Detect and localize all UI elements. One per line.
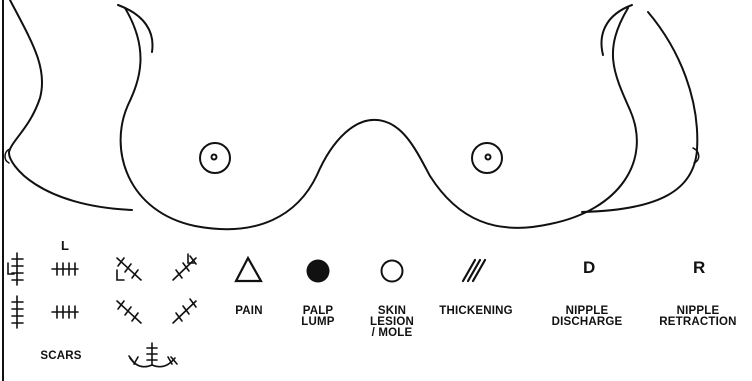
nipple-discharge-label-line: DISCHARGE: [546, 317, 628, 328]
scar-diagonal-up-l-icon: [173, 254, 196, 280]
scars-label: SCARS: [36, 351, 86, 362]
right-areola: [472, 143, 502, 173]
nipple-retraction-symbol: R: [693, 258, 705, 278]
palp-lump-label-line: LUMP: [296, 317, 340, 328]
scar-anchor-icon: [129, 343, 177, 367]
left-nipple: [212, 155, 217, 160]
right-side-breast-outline: [582, 12, 697, 212]
palp-lump-label: PALP LUMP: [296, 306, 340, 328]
pain-triangle-icon: [236, 258, 261, 281]
nipple-discharge-symbol: D: [583, 258, 595, 278]
scar-vertical-icon: [12, 296, 23, 328]
scar-diagonal-down-icon: [117, 301, 141, 323]
scar-diagonal-up-icon: [173, 299, 196, 323]
skin-lesion-label-line: / MOLE: [366, 328, 418, 339]
thickening-hatch-icon: [463, 260, 485, 281]
scar-vertical-l-icon: [8, 253, 23, 285]
left-side-breast-outline: [9, 0, 132, 210]
palp-lump-filled-circle-icon: [307, 260, 330, 283]
scar-l-mark: L: [61, 238, 69, 253]
thickening-label: THICKENING: [436, 306, 516, 317]
nipple-discharge-label: NIPPLE DISCHARGE: [546, 306, 628, 328]
scar-horizontal-icon: [52, 306, 78, 318]
pain-label: PAIN: [228, 306, 270, 317]
nipple-retraction-label: NIPPLE RETRACTION: [650, 306, 746, 328]
right-nipple: [486, 155, 491, 160]
scar-horizontal-l-icon: [52, 263, 78, 275]
skin-lesion-open-circle-icon: [382, 261, 403, 282]
skin-lesion-label: SKIN LESION / MOLE: [366, 306, 418, 339]
scar-diagonal-down-l-icon: [117, 258, 141, 280]
torso-front-outline: [121, 8, 637, 229]
left-areola: [200, 143, 230, 173]
nipple-retraction-label-line: RETRACTION: [650, 317, 746, 328]
